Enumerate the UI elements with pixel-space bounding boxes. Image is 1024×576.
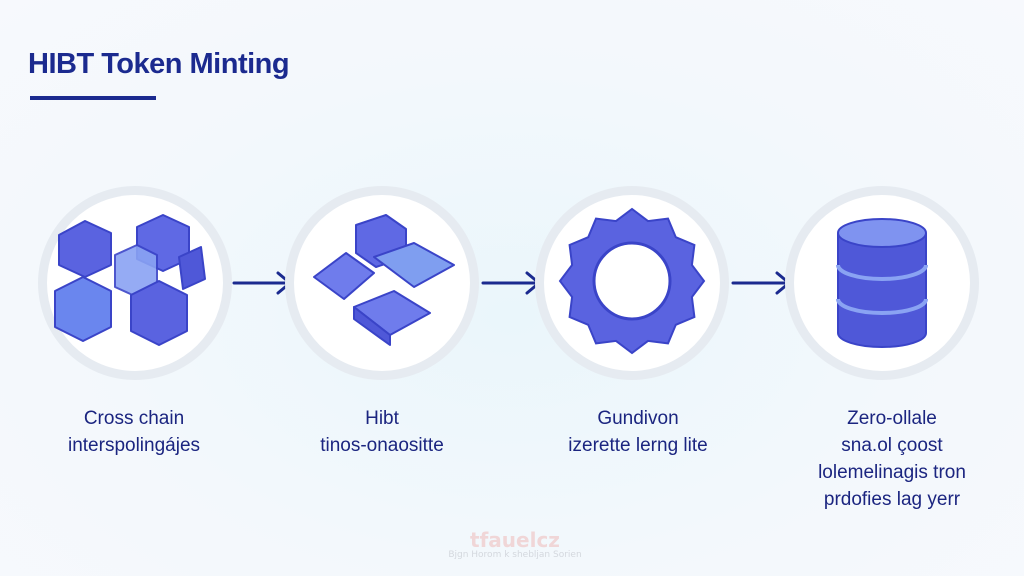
step-3-label: Gundivon izerette lerng lite [528,405,748,459]
step-3-circle [544,195,720,371]
cubes-cluster-icon [54,214,206,346]
arrow-right-icon [731,271,792,295]
step-2-label: Hibt tinos-onaositte [272,405,492,459]
page-title: HIBT Token Minting [28,48,290,80]
label-line: izerette lerng lite [568,435,708,456]
label-line: Cross chain [83,408,185,429]
label-line: tinos-onaositte [320,435,444,456]
step-1-circle [47,195,223,371]
step-2-circle [294,195,470,371]
label-line: Zero-ollale [847,408,937,429]
label-line: lolemelinagis tron [818,462,966,483]
watermark-subtext: Bjgn Horom k shebljan Sorien [448,550,582,560]
label-line: interspolingájes [67,435,201,456]
label-line: sna.ol çoost [841,435,943,456]
database-icon [836,218,928,348]
label-line: Hibt [365,408,399,429]
label-line: Gundivon [597,408,679,429]
title-underline [30,96,156,100]
step-4-circle [794,195,970,371]
gear-ring-icon [558,207,706,355]
label-line: prdofies lag yerr [823,489,961,510]
arrow-right-icon [232,271,293,295]
stacked-blocks-icon [313,214,455,346]
step-4-label: Zero-ollale sna.ol çoost lolemelinagis t… [782,405,1002,513]
step-1-label: Cross chain interspolingájes [24,405,244,459]
arrow-right-icon [481,271,542,295]
watermark-logo: tfauelcz [470,528,560,552]
